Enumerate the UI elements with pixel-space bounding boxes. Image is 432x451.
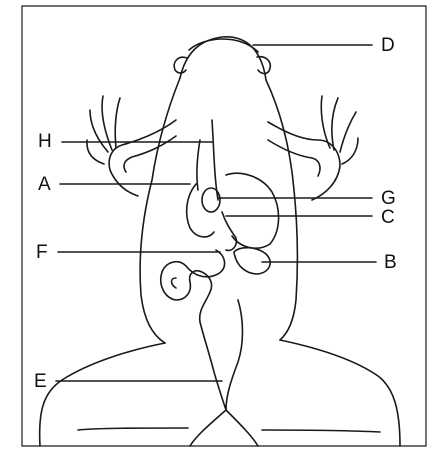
- right-hand-fingers: [321, 96, 358, 164]
- intestine-loop: [172, 278, 177, 288]
- left-thigh-outer: [40, 343, 165, 446]
- label-b: B: [384, 253, 397, 272]
- label-h: H: [38, 132, 52, 151]
- label-e: E: [34, 372, 47, 391]
- right-inner-thigh: [226, 410, 258, 446]
- left-hand-fingers: [87, 96, 120, 164]
- stomach: [222, 212, 236, 250]
- gall-bladder: [234, 248, 270, 274]
- liver-left-lobe: [187, 184, 214, 237]
- left-inner-thigh: [190, 410, 226, 446]
- body-right-outline: [266, 80, 297, 340]
- midline-lower: [226, 300, 243, 410]
- left-eye: [174, 57, 187, 73]
- label-g: G: [381, 189, 396, 208]
- label-c: C: [381, 208, 395, 227]
- heart-left-edge: [197, 140, 200, 190]
- left-knee-line: [78, 428, 188, 430]
- label-a: A: [38, 175, 51, 194]
- right-arm-inner: [268, 140, 320, 176]
- large-intestine: [200, 322, 226, 410]
- liver-right-lobe: [226, 173, 279, 248]
- diagram-frame: [22, 6, 426, 446]
- label-d: D: [381, 36, 395, 55]
- label-f: F: [36, 243, 48, 262]
- body-left-outline: [140, 78, 180, 343]
- right-arm-outer: [268, 122, 340, 200]
- right-knee-line: [262, 430, 380, 432]
- frog-head-outline: [180, 37, 266, 80]
- small-intestine: [161, 250, 225, 322]
